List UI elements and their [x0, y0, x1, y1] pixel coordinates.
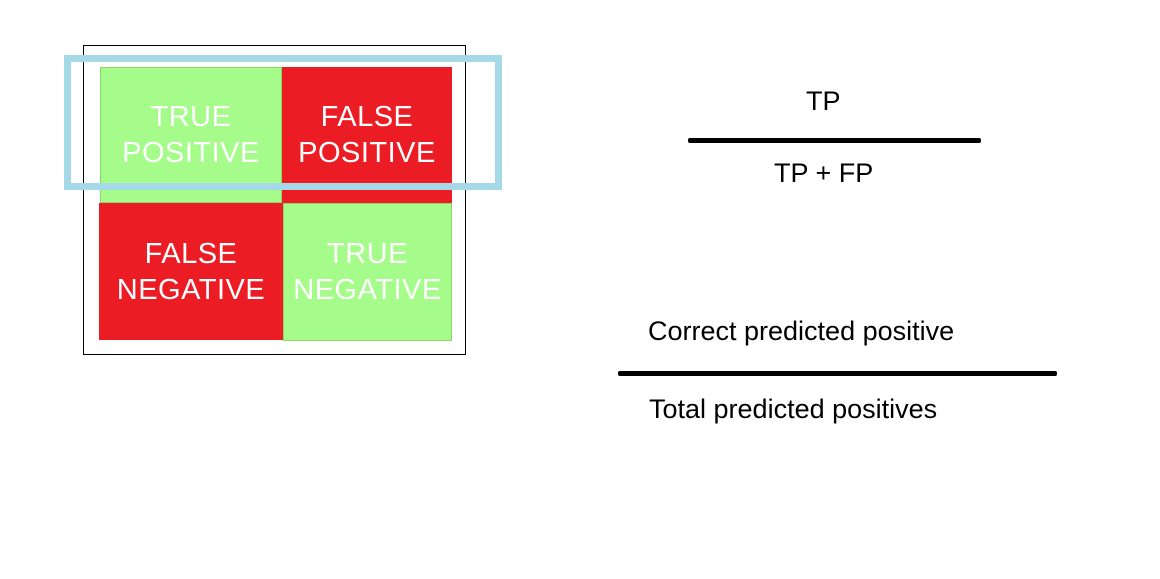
true-negative-label-line1: TRUE: [327, 238, 408, 270]
true-positive-label-line2: POSITIVE: [122, 137, 260, 169]
true-negative-label-line2: NEGATIVE: [293, 274, 442, 306]
false-positive-label-line1: FALSE: [320, 101, 414, 133]
confusion-matrix-frame: [83, 45, 466, 355]
false-negative-cell: FALSE NEGATIVE: [99, 203, 283, 340]
false-negative-label-line1: FALSE: [144, 237, 238, 270]
formula-denominator: TP + FP: [774, 158, 874, 188]
true-negative-cell: TRUE NEGATIVE: [283, 203, 452, 341]
true-positive-cell: TRUE POSITIVE: [100, 67, 282, 203]
false-negative-label-line2: NEGATIVE: [116, 273, 266, 306]
description-fraction-bar: [618, 371, 1057, 376]
false-positive-cell: FALSE POSITIVE: [282, 67, 452, 203]
false-positive-label-line2: POSITIVE: [298, 137, 436, 169]
formula-numerator: TP: [806, 86, 841, 116]
positive-row-highlight: [64, 55, 502, 190]
formula-fraction-bar: [688, 138, 981, 143]
description-numerator: Correct predicted positive: [648, 316, 955, 346]
true-positive-label-line1: TRUE: [150, 101, 232, 133]
description-denominator: Total predicted positives: [649, 394, 938, 424]
